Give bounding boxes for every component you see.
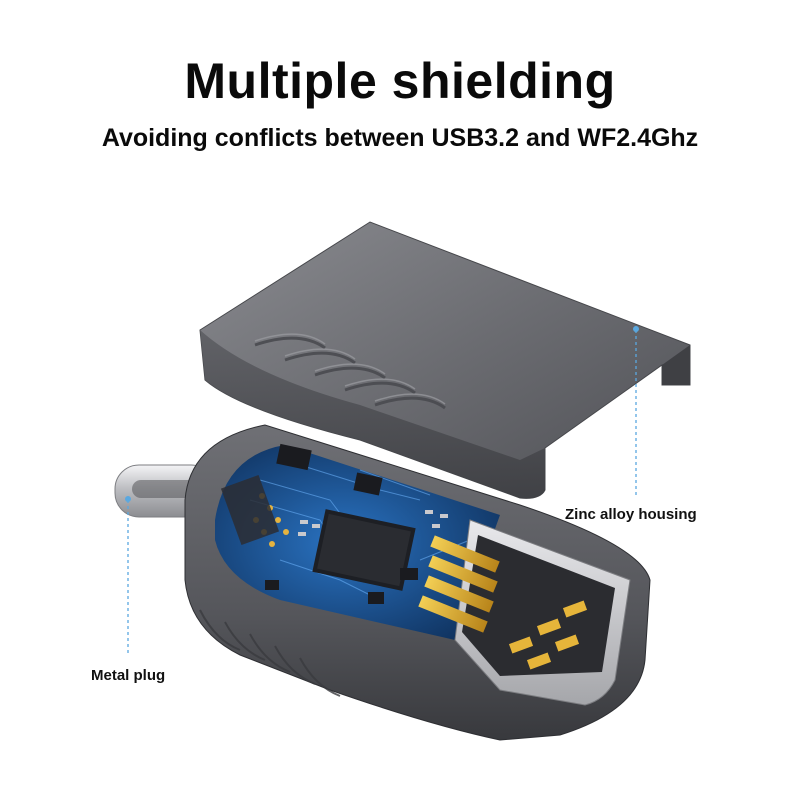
plug-callout: Metal plug	[91, 667, 166, 684]
subheadline: Avoiding conflicts between USB3.2 and WF…	[101, 124, 699, 152]
usb-a-port	[418, 519, 631, 706]
housing-lid	[199, 221, 691, 499]
circuit-board	[215, 443, 500, 640]
plug-leader-line	[125, 496, 131, 655]
housing-callout: Zinc alloy housing	[565, 506, 697, 523]
headline: Multiple shielding	[184, 53, 616, 109]
housing-leader-line	[633, 326, 639, 498]
